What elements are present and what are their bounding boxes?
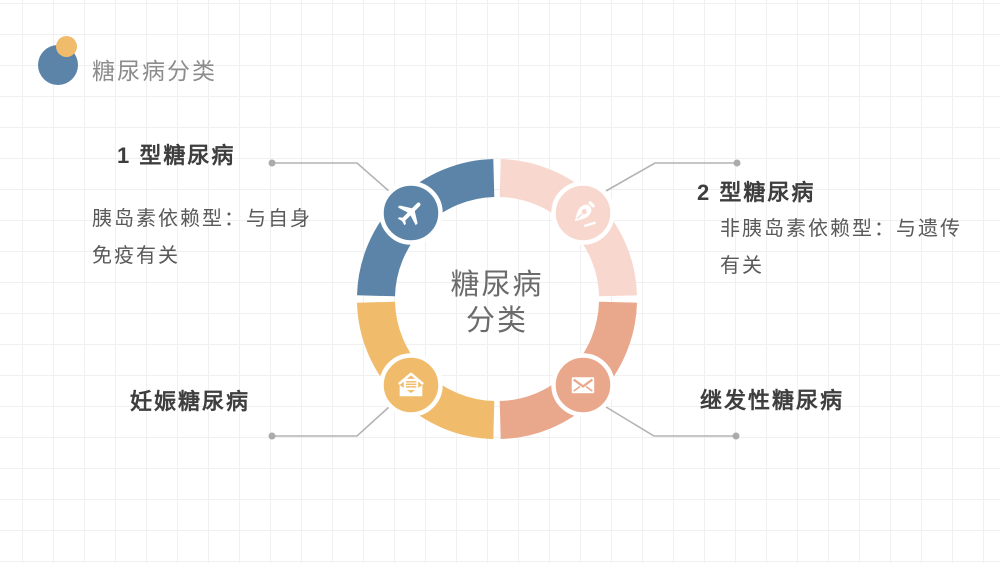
closed-envelope-icon bbox=[571, 377, 595, 394]
pen-nib-icon bbox=[574, 201, 596, 227]
ring-center-line1: 糖尿病 bbox=[450, 269, 544, 301]
segment-desc-type1: 胰岛素依赖型：与自身 免疫有关 bbox=[92, 201, 312, 275]
segment-label-gestational: 妊娠糖尿病 bbox=[130, 389, 251, 414]
connector-type1 bbox=[272, 162, 391, 193]
logo-yellow-dot bbox=[56, 36, 77, 57]
connector-dot-secondary bbox=[732, 432, 740, 440]
connector-dot-type2 bbox=[733, 159, 741, 167]
connector-dot-type1 bbox=[268, 159, 276, 167]
open-envelope-icon bbox=[398, 372, 424, 397]
ring-center-line2: 分类 bbox=[465, 305, 528, 337]
segment-desc-type2-line2: 有关 bbox=[720, 255, 764, 277]
airplane-icon bbox=[397, 202, 421, 226]
connector-dot-gestational bbox=[268, 432, 276, 440]
segment-label-secondary: 继发性糖尿病 bbox=[700, 388, 845, 413]
segment-desc-type1-line2: 免疫有关 bbox=[92, 245, 180, 267]
connector-type2 bbox=[605, 162, 737, 192]
ring-center-label: 糖尿病 分类 bbox=[397, 267, 597, 339]
connector-gestational bbox=[272, 406, 390, 437]
page-title: 糖尿病分类 bbox=[92, 58, 217, 84]
connector-secondary bbox=[605, 406, 736, 437]
segment-desc-type2-line1: 非胰岛素依赖型：与遗传 bbox=[720, 218, 962, 240]
segment-desc-type2: 非胰岛素依赖型：与遗传 有关 bbox=[720, 211, 962, 285]
segment-label-type2: 2 型糖尿病 bbox=[697, 180, 816, 205]
segment-desc-type1-line1: 胰岛素依赖型：与自身 bbox=[92, 208, 312, 230]
segment-label-type1: 1 型糖尿病 bbox=[117, 143, 236, 168]
